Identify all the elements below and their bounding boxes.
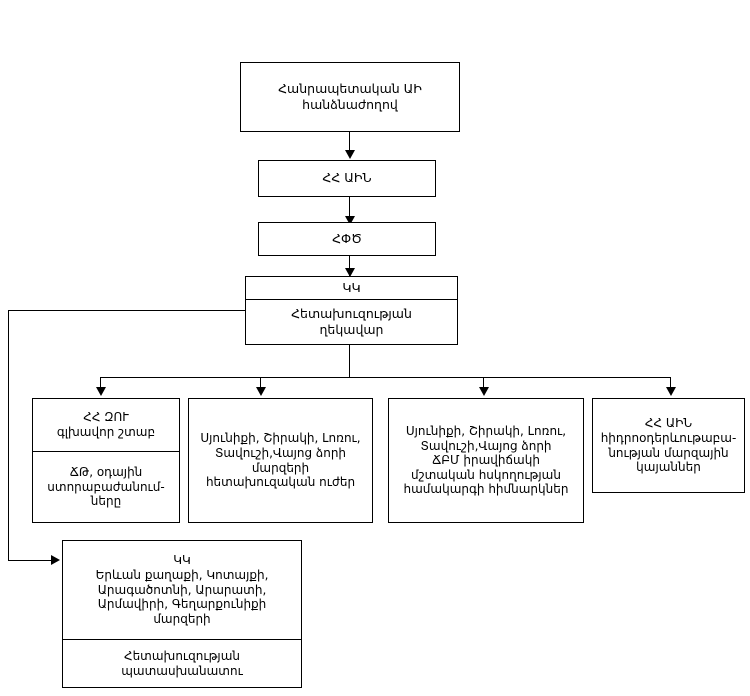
distribution-bus — [100, 377, 670, 378]
connector-cchead-bus — [349, 345, 350, 377]
arrowhead-left-to-cc-regions — [51, 555, 60, 565]
arrowhead-bus-general-staff — [96, 387, 106, 396]
node-ministry: ՀՀ ԱԻՆ — [258, 160, 436, 197]
node-hydromet-stations-label: ՀՀ ԱԻՆ հիդրոօդերևութաբա- նության մարզայի… — [600, 416, 737, 475]
arrowhead-rescue-cchead — [345, 268, 355, 277]
connector-bus-general-staff — [100, 377, 101, 389]
node-general-staff-body: ՃԹ, օդային ստորաբաժանում- ները — [33, 451, 179, 522]
connector-left-riser — [8, 310, 9, 560]
connector-commission-ministry — [349, 132, 350, 152]
connector-ministry-rescue — [349, 197, 350, 219]
arrowhead-ministry-rescue — [345, 216, 355, 225]
node-republican-commission: Հանրապետական ԱԻ հանձնաժողով — [240, 62, 460, 132]
node-ministry-label: ՀՀ ԱԻՆ — [322, 170, 372, 186]
connector-bus-hydromet — [670, 377, 671, 389]
connector-left-to-cc-regions — [8, 560, 52, 561]
node-monitoring-institutions-label: Սյունիքի, Շիրակի, Լոռու, Տավուշի,Վայոց ձ… — [403, 423, 569, 497]
node-hydromet-stations: ՀՀ ԱԻՆ հիդրոօդերևութաբա- նության մարզայի… — [592, 398, 745, 493]
node-cc-head-body: Հետախուզության ղեկավար — [246, 299, 457, 344]
connector-bus-monitoring — [483, 377, 484, 389]
node-rescue-service-label: ՀՓԾ — [332, 230, 362, 246]
node-cc-head-header: ԿԿ — [342, 279, 361, 295]
node-cc-regions-header: ԿԿ Երևան քաղաքի, Կոտայքի, Արագածոտնի, Ար… — [95, 553, 269, 626]
connector-rescue-cchead — [349, 256, 350, 276]
node-monitoring-institutions: Սյունիքի, Շիրակի, Լոռու, Տավուշի,Վայոց ձ… — [388, 398, 584, 523]
connector-bus-regional-forces — [260, 377, 261, 389]
connector-cchead-left-stub — [8, 310, 246, 311]
arrowhead-bus-monitoring — [479, 387, 489, 396]
arrowhead-commission-ministry — [345, 150, 355, 159]
node-rescue-service: ՀՓԾ — [258, 222, 436, 256]
node-republican-commission-label: Հանրապետական ԱԻ հանձնաժողով — [278, 80, 422, 112]
node-general-staff: ՀՀ ԶՈՒ գլխավոր շտաբ ՃԹ, օդային ստորաբաժա… — [32, 398, 180, 523]
node-cc-regions: ԿԿ Երևան քաղաքի, Կոտայքի, Արագածոտնի, Ար… — [62, 540, 302, 688]
arrowhead-bus-regional-forces — [256, 387, 266, 396]
node-cc-regions-body: Հետախուզության պատասխանատու — [63, 639, 301, 687]
node-cc-head: ԿԿ Հետախուզության ղեկավար — [245, 276, 458, 345]
arrowhead-bus-hydromet — [666, 387, 676, 396]
node-regional-forces: Սյունիքի, Շիրակի, Լոռու, Տավուշի,Վայոց ձ… — [188, 398, 373, 523]
node-general-staff-header: ՀՀ ԶՈՒ գլխավոր շտաբ — [56, 410, 156, 439]
node-regional-forces-label: Սյունիքի, Շիրակի, Լոռու, Տավուշի,Վայոց ձ… — [200, 431, 361, 490]
